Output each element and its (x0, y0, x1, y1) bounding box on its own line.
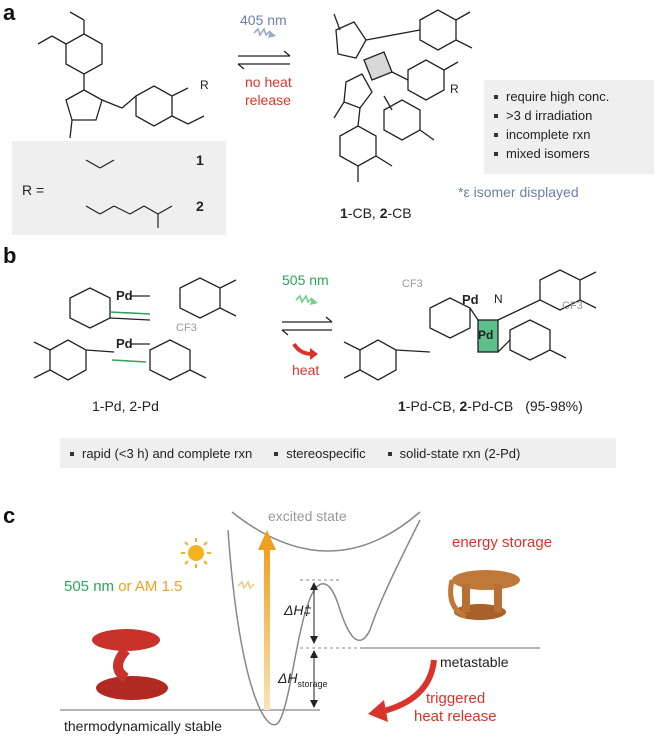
delta-h-storage: ΔH (278, 670, 298, 686)
forward-wavelength-a: 405 nm (240, 12, 287, 28)
yield-b: (95-98%) (525, 398, 583, 414)
sun-icon (181, 538, 211, 568)
cf3-left: CF3 (176, 322, 197, 334)
n-atom-right: N (494, 292, 503, 306)
excitation-or: or (114, 578, 135, 595)
triggered-line1: triggered (426, 690, 486, 707)
drawback-item: incomplete rxn (492, 126, 609, 143)
r-prefix: R = (22, 182, 45, 198)
features-box (60, 438, 616, 468)
light-arrow-b (295, 294, 313, 304)
drawback-item: require high conc. (492, 88, 609, 105)
pd-atom-left-top: Pd (116, 288, 133, 303)
energy-storage-label: energy storage (452, 534, 553, 551)
ring-a-prod-right1 (407, 59, 445, 101)
product-b-number-2: 2 (459, 398, 468, 414)
delta-h-storage-sub: storage (297, 678, 328, 689)
drawbacks-box (484, 80, 654, 174)
product-label-b: 1-Pd-CB, 2-Pd-CB (95-98%) (398, 398, 583, 414)
feature-item: stereospecific (272, 445, 366, 462)
pd-cyclobutane-core (477, 319, 499, 353)
excitation-green: 505 nm (64, 578, 115, 595)
metastable-label: metastable (440, 654, 509, 670)
excitation-label: 505 nm or AM 1.5 (64, 578, 182, 595)
r-group-1-number: 1 (196, 152, 204, 168)
features-list: rapid (<3 h) and complete rxn stereospec… (68, 445, 520, 462)
product-a-number-1: 1 (340, 205, 348, 221)
pd-atom-right-top: Pd (462, 292, 479, 307)
no-heat-label-line2: release (245, 92, 291, 108)
excited-state-label: excited state (268, 508, 347, 524)
cf3-right-top: CF3 (402, 278, 423, 290)
product-a-number-2: 2 (379, 205, 388, 221)
heat-label-b: heat (292, 362, 320, 378)
drawback-item: >3 d irradiation (492, 107, 609, 124)
isomer-note: *ε isomer displayed (458, 184, 579, 200)
drawback-item: mixed isomers (492, 145, 609, 162)
product-a-suffix-2: -CB (387, 205, 412, 221)
feature-item: solid-state rxn (2-Pd) (386, 445, 520, 462)
ground-state-label: thermodynamically stable (64, 718, 222, 734)
substituent-r-a-left: R (200, 78, 209, 92)
reactant-label-b: 1-Pd, 2-Pd (92, 398, 159, 414)
delta-h-storage-label: ΔHstorage (278, 670, 328, 689)
excitation-arrowhead (258, 530, 276, 550)
product-b-suffix-2: -Pd-CB (467, 398, 514, 414)
pd-atom-right-core: Pd (478, 328, 494, 342)
panel-letter-b: b (3, 243, 17, 268)
pd-atom-left-bottom: Pd (116, 336, 133, 351)
excited-state-curve (231, 511, 421, 552)
product-b-suffix-1: -Pd-CB, (405, 398, 460, 414)
delta-h-activation: ΔH‡ (284, 602, 312, 618)
product-label-a: 1-CB, 2-CB (340, 205, 412, 221)
heat-release-arrow (379, 659, 437, 715)
panel-letter-c: c (3, 503, 16, 528)
stable-molecule-illustration (92, 629, 168, 700)
ground-state-curve (227, 519, 421, 726)
panel-letter-a: a (3, 0, 16, 25)
product-b-number-1: 1 (398, 398, 406, 414)
product-a-suffix-1: -CB, (347, 205, 380, 221)
light-arrow-c (237, 580, 255, 590)
metastable-molecule-illustration (448, 570, 520, 620)
forward-wavelength-b: 505 nm (282, 272, 329, 288)
oxazolone-a (65, 89, 103, 121)
triggered-line2: heat release (414, 708, 497, 725)
r-group-box (12, 141, 226, 235)
drawbacks-list: require high conc. >3 d irradiation inco… (492, 88, 609, 162)
excitation-orange: AM 1.5 (134, 578, 183, 595)
no-heat-label-line1: no heat (245, 74, 292, 90)
feature-item: rapid (<3 h) and complete rxn (68, 445, 252, 462)
r-group-2-number: 2 (196, 198, 204, 214)
light-arrow-a (253, 27, 271, 37)
substituent-r-a-prod: R (450, 82, 459, 96)
cf3-right: CF3 (562, 300, 583, 312)
